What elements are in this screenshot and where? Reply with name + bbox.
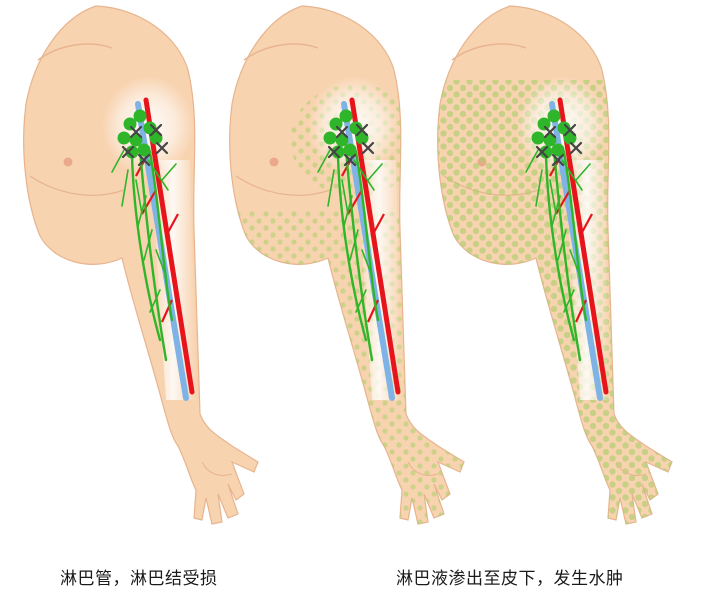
lymph-vessel bbox=[549, 179, 557, 215]
lymph-vessel bbox=[561, 159, 583, 191]
nipple bbox=[269, 157, 279, 167]
lymph-vessel bbox=[135, 179, 143, 215]
lymph-vessel bbox=[336, 154, 368, 342]
lymph-vessel bbox=[343, 195, 353, 227]
lymph-node bbox=[339, 109, 353, 123]
vein bbox=[549, 101, 603, 401]
shoulder-crease bbox=[37, 43, 113, 61]
lymph-vessel bbox=[349, 229, 359, 261]
lymph-vessel bbox=[138, 148, 168, 362]
lymph-node bbox=[551, 143, 565, 157]
chest-crease bbox=[235, 175, 331, 196]
lymph-node bbox=[125, 145, 139, 159]
lymph-vessel bbox=[111, 149, 125, 173]
lymph-vessel bbox=[344, 148, 374, 362]
lymph-node bbox=[133, 109, 147, 123]
lymph-vessel bbox=[355, 289, 367, 313]
vein bbox=[135, 101, 189, 401]
lymph-vessel bbox=[161, 163, 177, 181]
edema-dots bbox=[229, 210, 465, 524]
lymph-vessel bbox=[354, 150, 380, 322]
lymph-vessel bbox=[137, 195, 147, 227]
lymph-node bbox=[323, 131, 337, 145]
lymph-vessel bbox=[535, 169, 543, 207]
lymph-vessel bbox=[341, 179, 349, 215]
damage-x-mark bbox=[361, 141, 375, 155]
lymph-vessel bbox=[563, 289, 575, 313]
lymph-vessel bbox=[569, 249, 581, 277]
damage-x-mark bbox=[563, 123, 577, 137]
damage-x-mark bbox=[569, 141, 583, 155]
lymph-vessel bbox=[327, 169, 335, 207]
lymph-node bbox=[539, 145, 553, 159]
damage-x-mark bbox=[343, 153, 357, 167]
arm-panel-severe-edema bbox=[437, 5, 673, 525]
lymph-vessel bbox=[148, 150, 174, 322]
lymph-vessel bbox=[353, 159, 375, 191]
lymph-vessel bbox=[551, 195, 561, 227]
damage-x-mark bbox=[155, 141, 169, 155]
artery-branches bbox=[549, 149, 593, 323]
damage-x-mark bbox=[355, 123, 369, 137]
lymph-vessel bbox=[317, 149, 331, 173]
damage-x-mark bbox=[335, 125, 349, 139]
lymph-vessel bbox=[557, 229, 567, 261]
lymph-node bbox=[547, 109, 561, 123]
lymph-vessel bbox=[361, 249, 373, 277]
lymph-node bbox=[331, 145, 345, 159]
lymph-node bbox=[531, 131, 545, 145]
palm-line bbox=[407, 461, 439, 476]
lymph-vessel bbox=[544, 154, 576, 342]
lymph-vessel bbox=[130, 154, 162, 342]
lymph-vessel bbox=[552, 148, 582, 362]
lymph-vessel bbox=[562, 150, 588, 322]
damage-x-mark bbox=[551, 153, 565, 167]
damage-x-mark bbox=[543, 125, 557, 139]
lymph-vessel bbox=[575, 163, 591, 181]
chest-crease bbox=[29, 175, 125, 196]
shoulder-crease bbox=[243, 43, 319, 61]
damage-x-mark bbox=[149, 123, 163, 137]
lymph-node bbox=[329, 117, 343, 131]
lymph-vessel bbox=[525, 149, 539, 173]
lymph-vessel bbox=[149, 289, 161, 313]
lymph-node bbox=[117, 131, 131, 145]
lymph-vessel bbox=[143, 229, 153, 261]
artery-branches bbox=[341, 149, 385, 323]
damage-x-mark bbox=[129, 125, 143, 139]
damage-x-mark bbox=[535, 145, 549, 159]
lymph-vessel bbox=[155, 249, 167, 277]
lymph-node bbox=[123, 117, 137, 131]
damage-x-mark bbox=[137, 153, 151, 167]
damage-x-mark bbox=[327, 145, 341, 159]
artery-branches bbox=[135, 149, 179, 323]
lymph-node bbox=[537, 117, 551, 131]
lymph-vessel bbox=[367, 163, 383, 181]
nipple bbox=[63, 157, 73, 167]
damage-x-mark bbox=[121, 145, 135, 159]
palm-line bbox=[615, 461, 647, 476]
lymph-vessel bbox=[121, 169, 129, 207]
shoulder-crease bbox=[451, 43, 527, 61]
arm-panel-damage bbox=[23, 5, 259, 525]
palm-line bbox=[201, 461, 233, 476]
lymph-node bbox=[343, 143, 357, 157]
vein bbox=[341, 101, 395, 401]
lymph-vessel bbox=[147, 159, 169, 191]
lymph-node bbox=[137, 143, 151, 157]
caption-lymph-damage: 淋巴管，淋巴结受损 bbox=[60, 569, 218, 589]
caption-edema: 淋巴液渗出至皮下，发生水肿 bbox=[396, 569, 624, 589]
